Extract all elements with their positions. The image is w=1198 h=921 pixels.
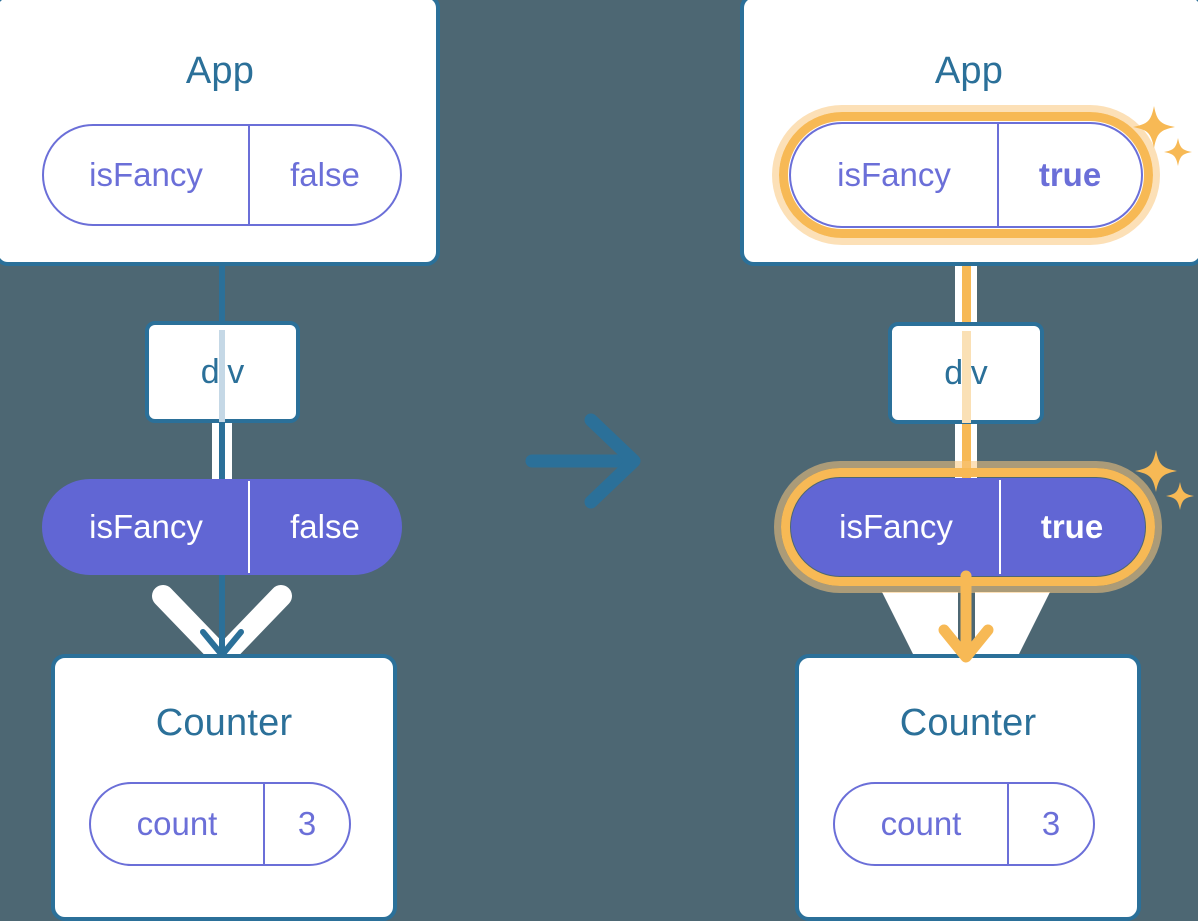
counter-state-pill-before[interactable]: count 3	[89, 782, 351, 866]
connector-inside-div-before	[219, 330, 225, 422]
connector-app-to-div-before	[219, 210, 225, 330]
counter-state-pill-value-before: 3	[263, 784, 349, 864]
app-state-pill-value-after: true	[997, 124, 1141, 226]
app-state-pill-after[interactable]: isFancy true	[789, 122, 1143, 228]
counter-state-pill-after[interactable]: count 3	[833, 782, 1095, 866]
prop-pill-before[interactable]: isFancy false	[42, 479, 402, 575]
prop-pill-value-before: false	[248, 481, 400, 573]
counter-title-before: Counter	[155, 702, 293, 744]
app-state-pill-key-before: isFancy	[89, 156, 203, 193]
connector-div-to-prop-orange-after	[962, 423, 971, 487]
prop-pill-key-after: isFancy	[839, 508, 953, 545]
connector-div-to-prop-blue-before	[219, 422, 225, 486]
app-title-before: App	[185, 50, 255, 92]
counter-state-pill-key-before: count	[136, 805, 218, 842]
prop-pill-value-after: true	[999, 480, 1143, 574]
counter-state-pill-value-after: 3	[1007, 784, 1093, 864]
app-state-pill-before[interactable]: isFancy false	[42, 124, 402, 226]
counter-title-after: Counter	[899, 702, 1037, 744]
connector-inside-div-after	[962, 331, 971, 423]
app-state-pill-value-before: false	[248, 126, 400, 224]
app-state-pill-key-after: isFancy	[837, 156, 951, 193]
connector-app-to-div-orange-after	[962, 214, 971, 332]
counter-state-pill-key-after: count	[880, 805, 962, 842]
app-title-after: App	[934, 50, 1004, 92]
prop-pill-key-before: isFancy	[89, 508, 203, 545]
